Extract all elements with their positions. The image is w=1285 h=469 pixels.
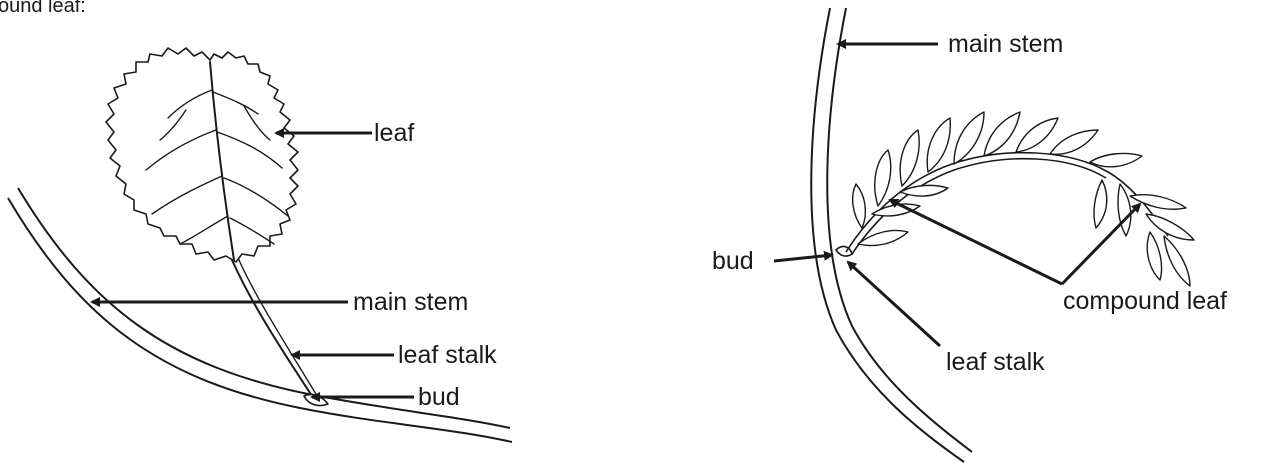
label-left-main-stem: main stem [353, 290, 468, 315]
leaflets-lower [853, 180, 1194, 286]
label-right-bud: bud [712, 249, 754, 274]
arrow-compound-leaf-1 [890, 200, 1062, 284]
caption-text: ound leaf: [0, 0, 86, 16]
arrow-right-bud [774, 255, 832, 261]
label-right-leaf-stalk: leaf stalk [946, 350, 1045, 375]
leaflet [1090, 154, 1142, 167]
left-leaf-stalk-2 [238, 258, 322, 404]
leaflet [1118, 184, 1131, 236]
simple-leaf-blade-icon [106, 48, 298, 262]
leaflet [1094, 180, 1107, 228]
left-leaf-stalk [232, 260, 316, 402]
arrow-right-leaf-stalk [848, 262, 940, 346]
label-leaf: leaf [374, 121, 414, 146]
leaflet [1164, 236, 1190, 286]
leaflet [927, 118, 950, 172]
label-left-leaf-stalk: leaf stalk [398, 343, 497, 368]
compound-leaf-diagram [774, 8, 1194, 462]
right-bud-icon [836, 247, 852, 257]
label-left-bud: bud [418, 385, 460, 410]
leaflet [858, 231, 908, 246]
leaflet [1050, 130, 1098, 154]
leaflet [1016, 118, 1058, 152]
leaflet [900, 130, 919, 186]
leaflet [853, 184, 866, 228]
label-right-main-stem: main stem [948, 32, 1063, 57]
leaflet [875, 150, 891, 206]
leaflet [1147, 232, 1161, 280]
label-compound-leaf: compound leaf [1063, 289, 1227, 314]
leaflet [984, 112, 1020, 156]
